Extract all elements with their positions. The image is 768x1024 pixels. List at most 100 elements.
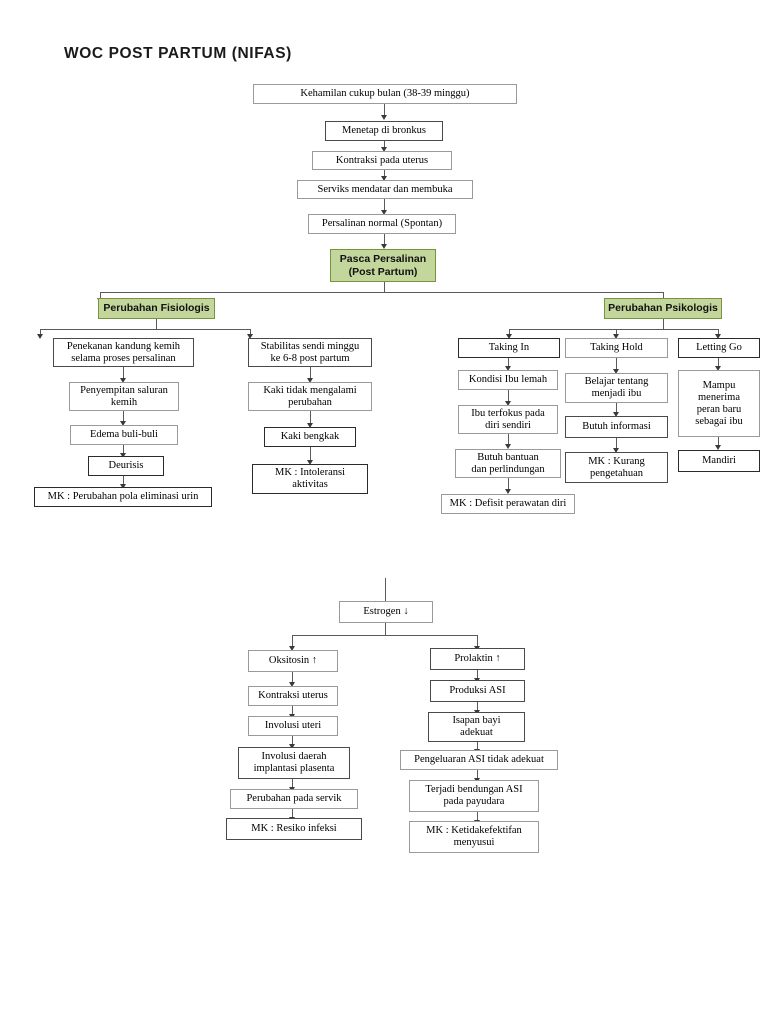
node-label: Kaki bengkak	[280, 431, 340, 442]
node-label: MK : Resiko infeksi	[251, 823, 337, 834]
arrow-head	[715, 334, 721, 339]
arrow-head	[505, 444, 511, 449]
connector-line	[310, 447, 311, 461]
arrow-head	[505, 366, 511, 371]
node-label: Taking In	[488, 342, 530, 353]
arrow-head	[120, 378, 126, 383]
connector-line	[508, 358, 509, 367]
node-deurisis: Deurisis	[88, 456, 164, 476]
node-label: Persalinan normal (Spontan)	[321, 218, 443, 229]
node-taking-in: Taking In	[458, 338, 560, 358]
node-label: Deurisis	[108, 460, 144, 471]
connector-line	[123, 445, 124, 454]
node-kaki-bengkak: Kaki bengkak	[264, 427, 356, 447]
connector-line	[384, 170, 385, 177]
connector-line	[718, 358, 719, 367]
connector-line	[292, 672, 293, 683]
node-belajar-tentang-menjadi-ibu: Belajar tentang menjadi ibu	[565, 373, 668, 403]
node-stabilitas-sendi: Stabilitas sendi minggu ke 6-8 post part…	[248, 338, 372, 367]
connector-line	[123, 411, 124, 422]
node-mk-ketidakefektifan-menyusui: MK : Ketidakefektifan menyusui	[409, 821, 539, 853]
arrow-head	[505, 401, 511, 406]
connector-line	[509, 329, 510, 335]
connector-line	[292, 635, 478, 636]
node-label: Edema buli-buli	[90, 429, 158, 440]
arrow-head	[613, 412, 619, 417]
node-label-line2: pengetahuan	[589, 467, 644, 479]
connector-line	[616, 358, 617, 370]
node-label-line1: Butuh bantuan	[477, 451, 539, 463]
arrow-head	[381, 244, 387, 249]
node-label: Estrogen ↓	[363, 606, 409, 617]
arrow-head	[120, 484, 126, 489]
node-label: Kondisi Ibu lemah	[468, 374, 548, 385]
node-serviks-mendatar: Serviks mendatar dan membuka	[297, 180, 473, 199]
connector-line	[384, 141, 385, 148]
node-mk-resiko-infeksi: MK : Resiko infeksi	[226, 818, 362, 840]
node-mandiri: Mandiri	[678, 450, 760, 472]
node-label-line1: MK : Intoleransi	[275, 467, 345, 478]
node-label: Letting Go	[696, 342, 742, 353]
node-label-line1: Involusi daerah	[261, 751, 327, 762]
node-label-line3: peran baru	[696, 403, 742, 415]
node-prolaktin: Prolaktin ↑	[430, 648, 525, 670]
connector-line	[123, 476, 124, 485]
node-label: Mandiri	[702, 455, 736, 466]
node-label: Kontraksi uterus	[258, 690, 328, 701]
node-label-line1: MK : Ketidakefektifan	[426, 825, 522, 836]
connector-line	[508, 478, 509, 490]
node-involusi-daerah-implantasi: Involusi daerah implantasi plasenta	[238, 747, 350, 779]
page-title: WOC POST PARTUM (NIFAS)	[64, 45, 292, 62]
node-label-line2: menjadi ibu	[591, 388, 642, 399]
node-label-line2: selama proses persalinan	[71, 352, 176, 364]
node-perubahan-pada-servik: Perubahan pada servik	[230, 789, 358, 809]
node-mk-kurang-pengetahuan: MK : Kurang pengetahuan	[565, 452, 668, 483]
connector-line	[616, 403, 617, 413]
connector-line	[385, 623, 386, 635]
node-label-line1: Kaki tidak mengalami	[263, 384, 357, 396]
node-label-line2: dan perlindungan	[471, 463, 545, 475]
connector-line	[292, 809, 293, 818]
arrow-head	[715, 366, 721, 371]
node-label-line2: diri sendiri	[485, 419, 531, 431]
arrow-head	[307, 423, 313, 428]
node-label-line2: menerima	[698, 391, 740, 403]
node-pasca-persalinan: Pasca Persalinan (Post Partum)	[330, 249, 436, 282]
connector-line	[384, 104, 385, 116]
connector-line	[477, 770, 478, 779]
arrow-head	[505, 489, 511, 494]
node-label-line1: MK : Kurang	[588, 455, 645, 467]
arrow-head	[381, 147, 387, 152]
node-label-line1: Penyempitan saluran	[80, 384, 168, 396]
node-label-line2: perubahan	[288, 396, 332, 408]
node-label: Produksi ASI	[449, 685, 506, 696]
node-label-line2: kemih	[110, 396, 138, 408]
node-involusi-uteri: Involusi uteri	[248, 716, 338, 736]
arrow-head	[381, 210, 387, 215]
node-label-line4: sebagai ibu	[695, 415, 743, 427]
connector-line	[384, 282, 385, 292]
connector-line	[616, 438, 617, 449]
arrow-head	[120, 453, 126, 458]
connector-line	[477, 670, 478, 679]
node-label-line2: (Post Partum)	[348, 265, 418, 278]
connector-line	[310, 367, 311, 379]
node-label: Menetap di bronkus	[342, 125, 426, 136]
arrow-head	[506, 334, 512, 339]
node-label: Perubahan Fisiologis	[103, 302, 210, 315]
node-label: Taking Hold	[590, 342, 643, 353]
node-label: MK : Perubahan pola eliminasi urin	[47, 491, 199, 502]
connector-line	[384, 199, 385, 211]
arrow-head	[307, 460, 313, 465]
node-label-line2: pada payudara	[443, 796, 505, 807]
node-taking-hold: Taking Hold	[565, 338, 668, 358]
connector-line	[663, 319, 664, 329]
arrow-head	[613, 369, 619, 374]
node-label: Kehamilan cukup bulan (38-39 minggu)	[300, 88, 470, 99]
node-label: Serviks mendatar dan membuka	[317, 183, 453, 195]
node-label-line1: Pasca Persalinan	[339, 253, 427, 265]
connector-line	[40, 329, 41, 335]
node-kondisi-ibu-lemah: Kondisi Ibu lemah	[458, 370, 558, 390]
node-label: Butuh informasi	[582, 421, 651, 432]
node-produksi-asi: Produksi ASI	[430, 680, 525, 702]
